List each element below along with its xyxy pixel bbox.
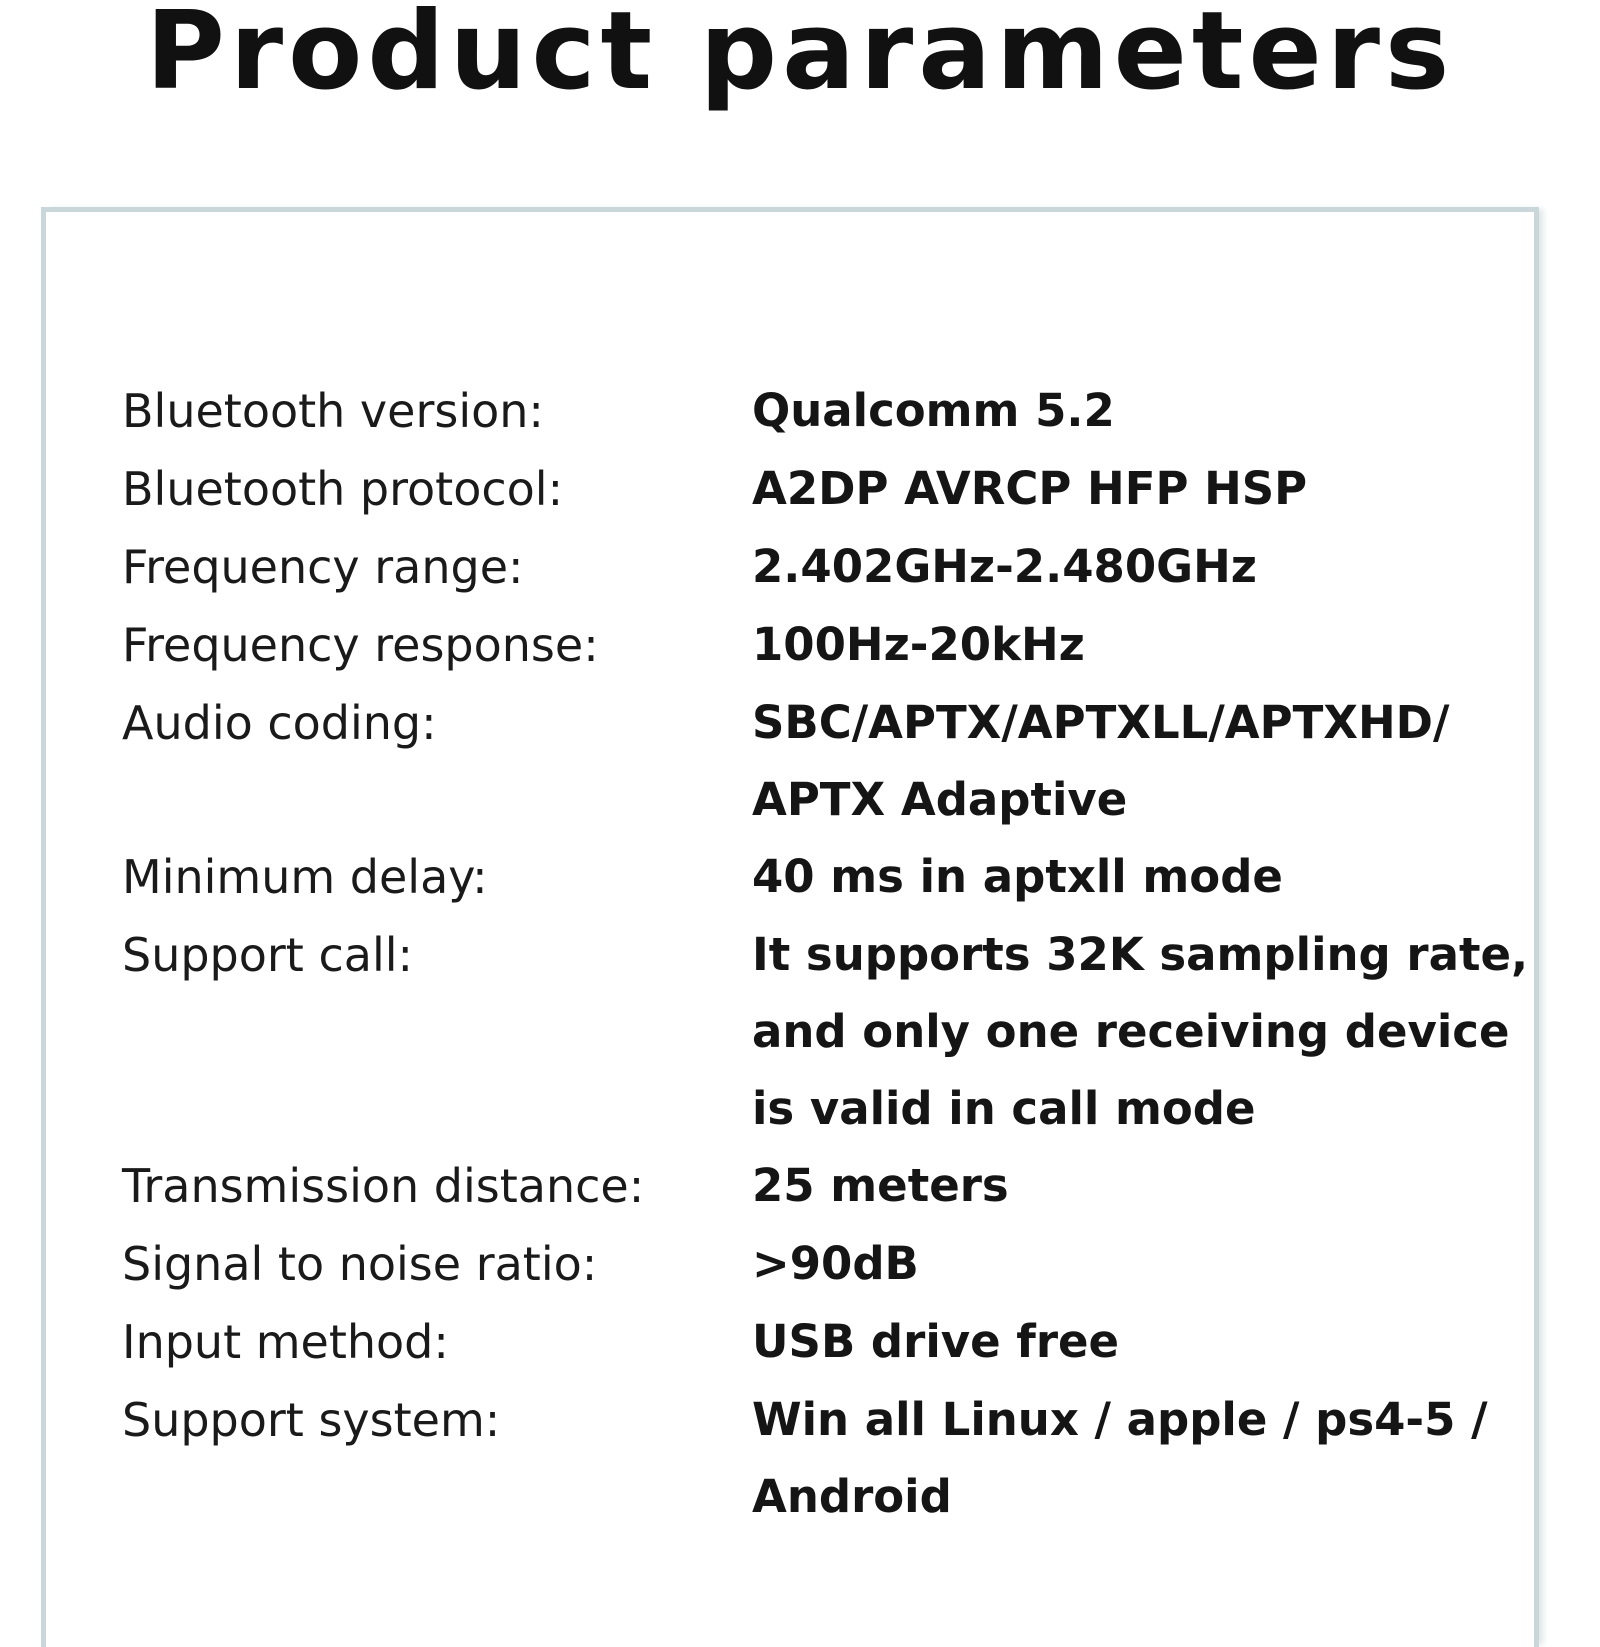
spec-value-line: Win all Linux / apple / ps4-5 / — [752, 1393, 1488, 1446]
spec-row-frequency-response: Frequency response: 100Hz-20kHz — [122, 606, 1502, 684]
spec-value: 100Hz-20kHz — [752, 606, 1502, 683]
spec-label: Minimum delay: — [122, 850, 488, 904]
spec-value-line: APTX Adaptive — [752, 773, 1128, 826]
spec-label: Support system: — [122, 1393, 501, 1447]
spec-value: SBC/APTX/APTXLL/APTXHD/ APTX Adaptive — [752, 684, 1502, 838]
page-title: Product parameters — [145, 0, 1455, 114]
spec-value-line: 2.402GHz-2.480GHz — [752, 540, 1257, 593]
spec-row-support-call: Support call: It supports 32K sampling r… — [122, 916, 1528, 1147]
spec-value-line: is valid in call mode — [752, 1082, 1256, 1135]
spec-value: A2DP AVRCP HFP HSP — [752, 450, 1502, 527]
spec-row-frequency-range: Frequency range: 2.402GHz-2.480GHz — [122, 528, 1502, 606]
spec-value: 40 ms in aptxll mode — [752, 838, 1502, 915]
spec-row-signal-to-noise: Signal to noise ratio: >90dB — [122, 1225, 1502, 1303]
spec-row-audio-coding: Audio coding: SBC/APTX/APTXLL/APTXHD/ AP… — [122, 684, 1502, 838]
spec-value-line: >90dB — [752, 1237, 919, 1290]
spec-list: Bluetooth version: Qualcomm 5.2 Bluetoot… — [122, 372, 1528, 1535]
spec-label: Input method: — [122, 1315, 449, 1369]
spec-row-input-method: Input method: USB drive free — [122, 1303, 1502, 1381]
spec-value-line: A2DP AVRCP HFP HSP — [752, 462, 1308, 515]
spec-label: Transmission distance: — [122, 1159, 645, 1213]
spec-label: Signal to noise ratio: — [122, 1237, 598, 1291]
spec-value: >90dB — [752, 1225, 1502, 1302]
spec-label: Support call: — [122, 928, 414, 982]
spec-value-line: SBC/APTX/APTXLL/APTXHD/ — [752, 696, 1450, 749]
spec-label: Bluetooth version: — [122, 384, 544, 438]
spec-label: Bluetooth protocol: — [122, 462, 564, 516]
spec-value: Win all Linux / apple / ps4-5 / Android — [752, 1381, 1502, 1535]
spec-row-support-system: Support system: Win all Linux / apple / … — [122, 1381, 1502, 1535]
spec-value-line: Qualcomm 5.2 — [752, 384, 1115, 437]
spec-value-line: 100Hz-20kHz — [752, 618, 1085, 671]
spec-value: 25 meters — [752, 1147, 1502, 1224]
spec-value-line: 25 meters — [752, 1159, 1009, 1212]
spec-value-line: 40 ms in aptxll mode — [752, 850, 1283, 903]
spec-value-line: USB drive free — [752, 1315, 1120, 1368]
spec-value: 2.402GHz-2.480GHz — [752, 528, 1502, 605]
spec-value: Qualcomm 5.2 — [752, 372, 1502, 449]
spec-label: Frequency response: — [122, 618, 599, 672]
spec-value-line: and only one receiving device — [752, 1005, 1510, 1058]
spec-label: Frequency range: — [122, 540, 524, 594]
spec-value-line: Android — [752, 1470, 952, 1523]
spec-row-bluetooth-protocol: Bluetooth protocol: A2DP AVRCP HFP HSP — [122, 450, 1502, 528]
spec-row-minimum-delay: Minimum delay: 40 ms in aptxll mode — [122, 838, 1502, 916]
spec-row-transmission-distance: Transmission distance: 25 meters — [122, 1147, 1502, 1225]
spec-label: Audio coding: — [122, 696, 437, 750]
spec-row-bluetooth-version: Bluetooth version: Qualcomm 5.2 — [122, 372, 1502, 450]
spec-value: USB drive free — [752, 1303, 1502, 1380]
spec-value: It supports 32K sampling rate, and only … — [752, 916, 1528, 1147]
spec-value-line: It supports 32K sampling rate, — [752, 928, 1529, 981]
spec-panel — [41, 207, 1539, 1647]
